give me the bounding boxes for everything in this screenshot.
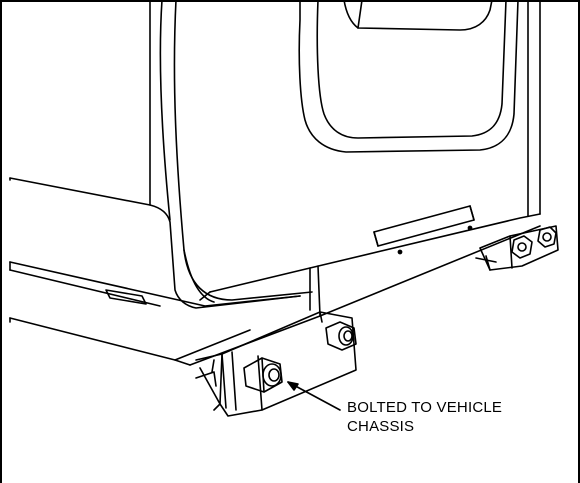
- right-nut-1: [511, 235, 533, 259]
- cabinet-base: [9, 261, 301, 307]
- cabinet-door: [298, 0, 519, 153]
- callout-line-1: BOLTED TO VEHICLE: [347, 399, 503, 416]
- cabinet-foot: [105, 289, 147, 305]
- right-nut-2: [537, 226, 557, 248]
- left-nut-front: [243, 357, 283, 393]
- left-nut-rear: [325, 321, 357, 351]
- cabinet-body: [9, 177, 301, 309]
- rail-block: [373, 205, 475, 247]
- callout-label: BOLTED TO VEHICLE CHASSIS: [347, 398, 502, 436]
- mounting-rail: [209, 213, 541, 293]
- callout-line-2: CHASSIS: [347, 418, 415, 435]
- left-mount-bracket: [219, 311, 357, 417]
